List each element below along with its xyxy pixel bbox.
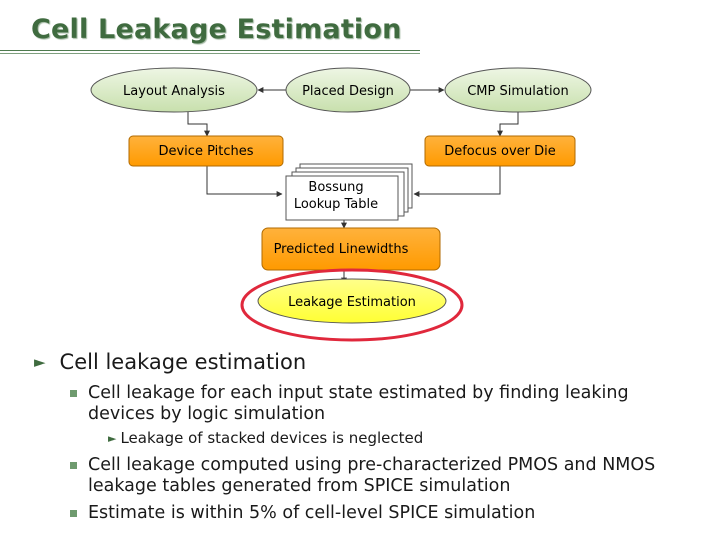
edge-cmp-to-defocus — [497, 112, 519, 137]
bullet-sub-3: Estimate is within 5% of cell-level SPIC… — [70, 503, 690, 524]
node-cmp-simulation: CMP Simulation — [444, 67, 592, 113]
bullet-main-text: Cell leakage estimation — [59, 350, 307, 374]
node-leakage-estimation-label: Leakage Estimation — [288, 295, 416, 310]
bullet-sub-3-text: Estimate is within 5% of cell-level SPIC… — [88, 503, 536, 523]
square-bullet-icon — [70, 510, 77, 517]
triangle-bullet-icon: ► — [34, 353, 46, 371]
bullet-sub-1: Cell leakage for each input state estima… — [70, 383, 690, 425]
square-bullet-icon — [70, 390, 77, 397]
node-defocus-over-die-label: Defocus over Die — [444, 144, 556, 159]
node-bossung-label-line1: Bossung — [308, 180, 363, 195]
title-underline-secondary — [0, 53, 420, 54]
slide-title: Cell Leakage Estimation — [31, 14, 402, 45]
bullet-sub-2: Cell leakage computed using pre-characte… — [70, 455, 690, 497]
node-cmp-simulation-label: CMP Simulation — [467, 84, 569, 99]
node-placed-design-label: Placed Design — [302, 84, 394, 99]
bullet-sub-1-child-text: Leakage of stacked devices is neglected — [120, 429, 424, 447]
title-underline — [0, 50, 420, 51]
bullet-sub-1-child: ►Leakage of stacked devices is neglected — [108, 429, 423, 447]
square-bullet-icon — [70, 462, 77, 469]
edge-layout-to-pitches — [187, 112, 210, 137]
node-predicted-linewidths-label: Predicted Linewidths — [274, 242, 409, 257]
node-layout-analysis-label: Layout Analysis — [123, 84, 225, 99]
triangle-bullet-icon: ► — [108, 432, 117, 445]
node-layout-analysis: Layout Analysis — [90, 67, 258, 113]
node-leakage-estimation: Leakage Estimation — [240, 268, 464, 342]
node-placed-design: Placed Design — [285, 67, 411, 113]
node-bossung-lookup-table: Bossung Lookup Table — [285, 163, 413, 221]
node-bossung-label-line2: Lookup Table — [294, 197, 378, 212]
node-predicted-linewidths: Predicted Linewidths — [261, 227, 441, 271]
edge-pitches-to-bossung — [206, 166, 283, 197]
highlight-ring — [240, 268, 464, 342]
bullet-main: ► Cell leakage estimation — [34, 350, 306, 374]
bullet-sub-1-text: Cell leakage for each input state estima… — [88, 383, 629, 424]
bullet-sub-2-text: Cell leakage computed using pre-characte… — [88, 455, 656, 496]
edge-defocus-to-bossung — [413, 166, 501, 197]
node-device-pitches: Device Pitches — [128, 135, 284, 167]
node-device-pitches-label: Device Pitches — [158, 144, 253, 159]
flow-diagram: Layout Analysis Placed Design CMP Simula… — [90, 67, 592, 342]
node-defocus-over-die: Defocus over Die — [424, 135, 576, 167]
